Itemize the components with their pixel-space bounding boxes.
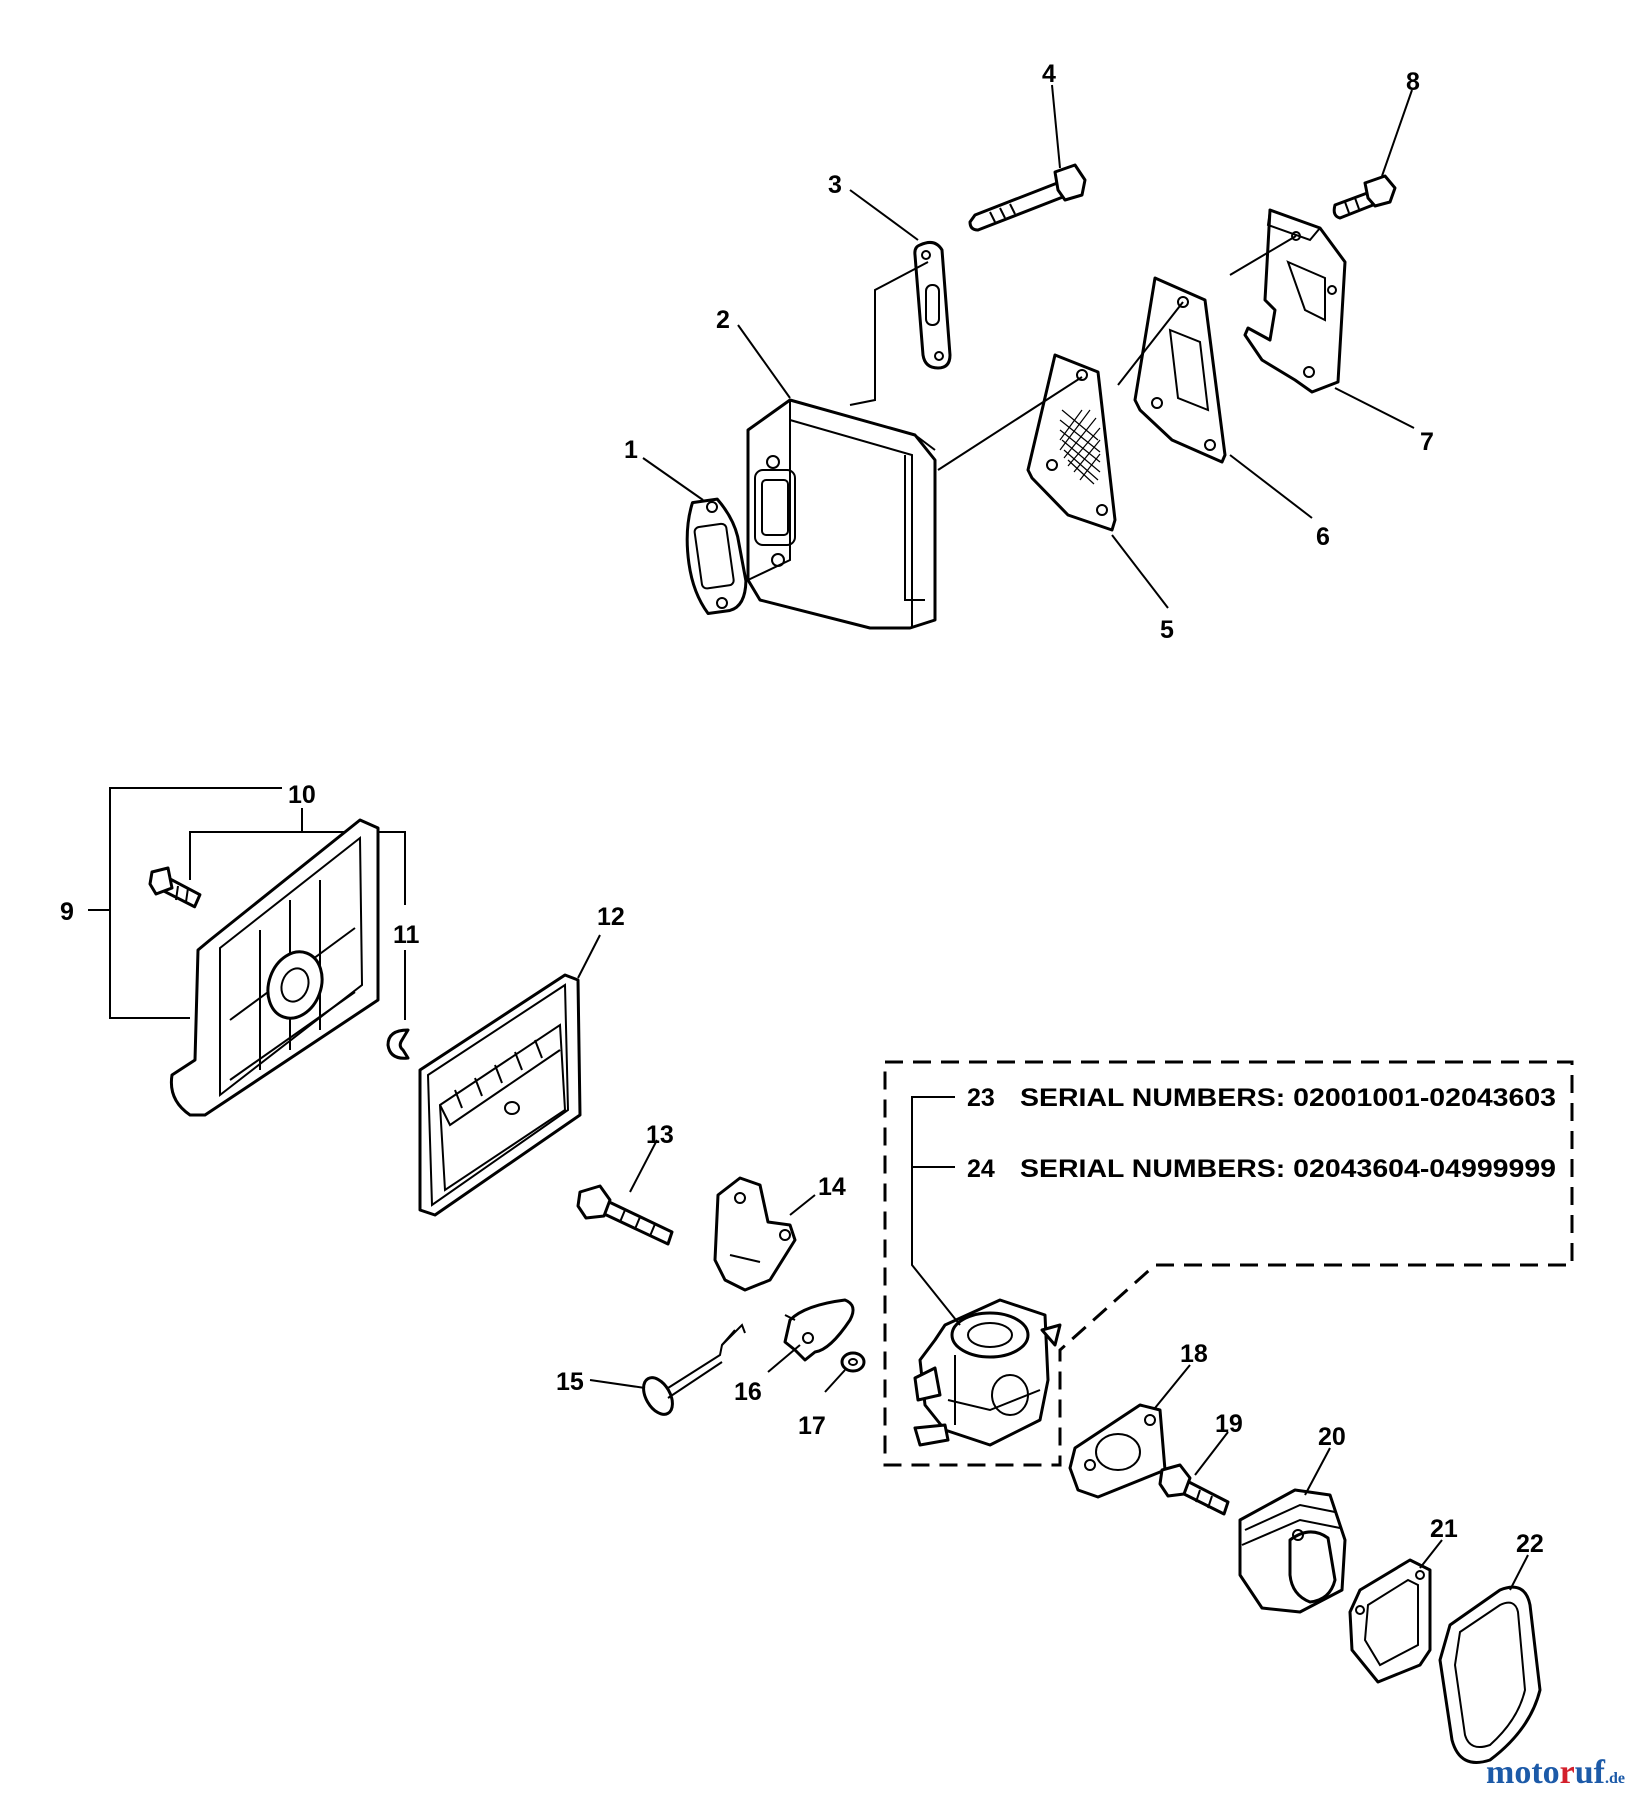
label-3: 3 [828, 171, 842, 199]
part-20-insulator [1238, 1488, 1347, 1614]
part-21-gasket [1348, 1558, 1432, 1684]
label-24: 24 [967, 1155, 995, 1183]
label-18: 18 [1180, 1340, 1208, 1368]
label-22: 22 [1516, 1530, 1544, 1558]
label-13: 13 [646, 1121, 674, 1149]
part-3-plate [913, 240, 952, 370]
label-6: 6 [1316, 523, 1330, 551]
part-8-bolt [1332, 174, 1397, 220]
label-7: 7 [1420, 428, 1434, 456]
site-watermark-logo: motoruf.de [1486, 1754, 1625, 1791]
label-9: 9 [60, 898, 74, 926]
part-10-bolt [148, 866, 202, 909]
label-23: 23 [967, 1084, 995, 1112]
label-21: 21 [1430, 1515, 1458, 1543]
label-11: 11 [393, 921, 420, 949]
label-19: 19 [1215, 1410, 1243, 1438]
part-11-clip [386, 1028, 410, 1060]
part-18-gasket [1068, 1403, 1167, 1499]
part-19-bolt [1158, 1463, 1230, 1516]
label-8: 8 [1406, 68, 1420, 96]
part-7-bracket [1243, 208, 1347, 394]
label-2: 2 [716, 306, 730, 334]
label-4: 4 [1042, 60, 1056, 88]
part-15-choke-knob [642, 1323, 746, 1416]
part-23-24-carburetor [913, 1298, 1062, 1447]
mesh-pattern [1059, 409, 1101, 485]
part-6-gasket [1133, 276, 1227, 464]
part-4-bolt [968, 163, 1087, 232]
part-12-air-filter [418, 973, 582, 1217]
part-1-gasket [685, 497, 748, 616]
part-2-muffler [746, 398, 937, 630]
label-17: 17 [798, 1412, 826, 1440]
label-15: 15 [556, 1368, 584, 1396]
part-13-bolt [576, 1184, 674, 1246]
part-9-air-cleaner-cover [169, 818, 380, 1117]
label-10: 10 [288, 781, 316, 809]
label-16: 16 [734, 1378, 762, 1406]
label-1: 1 [624, 436, 638, 464]
serial-note-23: SERIAL NUMBERS: 02001001-02043603 [1020, 1084, 1556, 1112]
label-5: 5 [1160, 616, 1174, 644]
part-22-gasket-ring [1438, 1585, 1542, 1764]
part-16-choke-plate [783, 1298, 855, 1362]
label-12: 12 [597, 903, 625, 931]
label-14: 14 [818, 1173, 846, 1201]
part-17-washer [840, 1351, 866, 1373]
part-14-bracket [713, 1176, 797, 1292]
label-20: 20 [1318, 1423, 1346, 1451]
serial-note-24: SERIAL NUMBERS: 02043604-04999999 [1020, 1155, 1556, 1183]
part-5-screen-plate [1026, 353, 1117, 532]
